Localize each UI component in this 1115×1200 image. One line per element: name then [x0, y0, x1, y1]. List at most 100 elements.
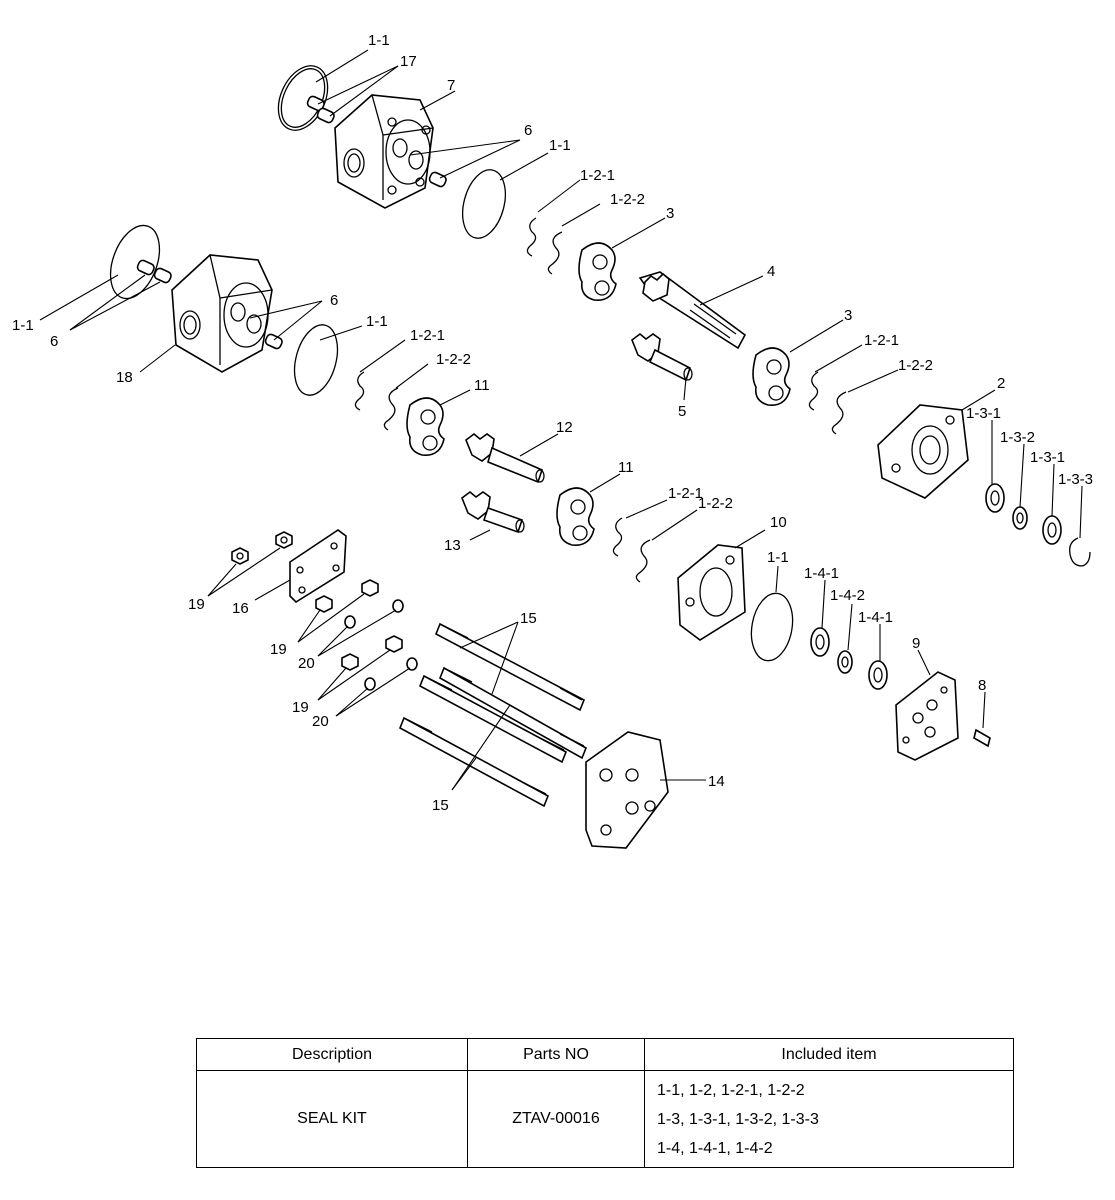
washer-20-d: [406, 657, 418, 671]
driven-gear-5: [631, 332, 693, 382]
label-13: 13: [444, 537, 461, 554]
label-1-2-1-a: 1-2-1: [580, 167, 615, 184]
label-7: 7: [447, 77, 455, 94]
label-1-4-2: 1-4-2: [830, 587, 865, 604]
label-15-a: 15: [520, 610, 537, 627]
gear-12: [465, 432, 545, 484]
col-included-item: Included item: [644, 1038, 1014, 1071]
label-15-b: 15: [432, 797, 449, 814]
label-3-b: 3: [844, 307, 852, 324]
dowel-pin-6-left-b: [153, 267, 172, 284]
label-1-3-3: 1-3-3: [1058, 471, 1093, 488]
label-16: 16: [232, 600, 249, 617]
o-ring-1-1-lower: [293, 324, 339, 396]
cell-included-items: 1-1, 1-2, 1-2-1, 1-2-2 1-3, 1-3-1, 1-3-2…: [644, 1070, 1014, 1168]
label-12: 12: [556, 419, 573, 436]
washer-1-3-2: [1012, 506, 1028, 530]
nut-19-d: [361, 579, 379, 597]
label-19-a: 19: [188, 596, 205, 613]
label-11-b: 11: [618, 459, 634, 476]
label-1-4-1-b: 1-4-1: [858, 609, 893, 626]
nut-19-e: [341, 653, 359, 671]
label-1-1-e: 1-1: [767, 549, 789, 566]
label-1-2-1-d: 1-2-1: [668, 485, 703, 502]
label-8: 8: [978, 677, 986, 694]
washer-20-a: [344, 615, 356, 629]
dowel-pins-17: [306, 95, 335, 124]
stud-bolts-15: [398, 622, 588, 808]
plate-9: [895, 671, 959, 761]
label-1-2-2-c: 1-2-2: [898, 357, 933, 374]
seal-kit-table: Description Parts NO Included item SEAL …: [196, 1038, 1014, 1168]
mounting-flange-2: [877, 404, 969, 499]
dowel-pin-6-left-a: [136, 259, 155, 276]
washer-1-4-2: [837, 650, 853, 674]
label-20-b: 20: [312, 713, 329, 730]
col-parts-no: Parts NO: [467, 1038, 645, 1071]
label-1-2-2-b: 1-2-2: [436, 351, 471, 368]
seal-1-2-2-left: [383, 387, 399, 431]
included-line-3: 1-4, 1-4-1, 1-4-2: [657, 1139, 773, 1157]
included-line-2: 1-3, 1-3-1, 1-3-2, 1-3-3: [657, 1110, 819, 1128]
backup-ring-1-2-1-right: [808, 371, 819, 411]
label-1-4-1-a: 1-4-1: [804, 565, 839, 582]
seal-1-2-2-right: [831, 391, 847, 435]
label-6-a: 6: [524, 122, 532, 139]
seal-1-3-1-b: [1042, 515, 1062, 545]
label-1-3-1-a: 1-3-1: [966, 405, 1001, 422]
table-row: SEAL KIT ZTAV-00016 1-1, 1-2, 1-2-1, 1-2…: [196, 1070, 1014, 1168]
backup-ring-1-2-1-top: [526, 217, 537, 257]
nut-19-b: [275, 531, 293, 549]
nut-19-f: [385, 635, 403, 653]
table-header-row: Description Parts NO Included item: [196, 1038, 1014, 1071]
drive-shaft-4: [638, 271, 747, 350]
label-3-a: 3: [666, 205, 674, 222]
label-1-2-2-d: 1-2-2: [698, 495, 733, 512]
label-6-b: 6: [50, 333, 58, 350]
label-5: 5: [678, 403, 686, 420]
cell-parts-no: ZTAV-00016: [467, 1070, 645, 1168]
label-1-2-2-a: 1-2-2: [610, 191, 645, 208]
label-11-a: 11: [474, 377, 490, 394]
label-1-2-1-b: 1-2-1: [410, 327, 445, 344]
leader-lines: [39, 49, 1083, 791]
gear-13: [461, 490, 525, 534]
bushing-3-top: [578, 242, 617, 301]
bushing-11-mid: [556, 487, 595, 546]
label-10: 10: [770, 514, 787, 531]
washer-20-b: [392, 599, 404, 613]
nut-19-a: [231, 547, 249, 565]
seal-1-3-1-a: [985, 483, 1005, 513]
plate-16: [289, 529, 347, 604]
exploded-parts-diagram: 1-1 17 7 6 1-1 1-2-1 1-2-2 3 4 1-1 6 6 1…: [12, 32, 1093, 849]
label-1-3-2: 1-3-2: [1000, 429, 1035, 446]
backup-ring-1-2-1-mid: [612, 517, 623, 557]
label-18: 18: [116, 369, 133, 386]
label-19-c: 19: [292, 699, 309, 716]
snap-ring-1-3-3: [1069, 537, 1091, 567]
backup-ring-1-2-1-left: [354, 371, 365, 411]
label-17: 17: [400, 53, 417, 70]
nut-19-c: [315, 595, 333, 613]
cover-10: [677, 544, 746, 641]
label-19-b: 19: [270, 641, 287, 658]
label-1-1-b: 1-1: [549, 137, 571, 154]
label-14: 14: [708, 773, 725, 790]
seal-1-2-2-mid: [635, 539, 651, 583]
included-line-1: 1-1, 1-2, 1-2-1, 1-2-2: [657, 1081, 805, 1099]
bushing-11-left: [406, 397, 445, 456]
seal-1-4-1-a: [810, 627, 830, 657]
label-6-c: 6: [330, 292, 338, 309]
body-7: [334, 94, 434, 209]
label-1-1-c: 1-1: [12, 317, 34, 334]
label-2: 2: [997, 375, 1005, 392]
label-20-a: 20: [298, 655, 315, 672]
seal-1-4-1-b: [868, 660, 888, 690]
body-18: [171, 254, 273, 373]
dowel-pin-6-top: [428, 171, 447, 188]
set-screw-8: [973, 728, 991, 748]
callout-labels: 1-1 17 7 6 1-1 1-2-1 1-2-2 3 4 1-1 6 6 1…: [12, 32, 1093, 814]
bushing-3-right: [752, 347, 791, 406]
o-ring-1-1-right: [750, 592, 794, 662]
label-1-3-1-b: 1-3-1: [1030, 449, 1065, 466]
